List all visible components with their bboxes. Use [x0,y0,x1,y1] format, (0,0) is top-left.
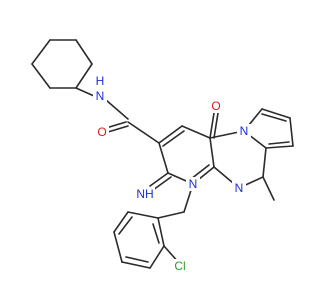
ketone-bond [209,112,219,139]
ketone-o-label: O [211,99,220,113]
amide-carbonyl-bond [105,121,129,133]
ring-n3-label: N [240,124,249,138]
ring-c [243,108,294,149]
ring-n2-label: N [235,181,244,195]
atom-ring-n2: N [232,181,246,195]
imine-n-label: NH [136,187,153,201]
atom-ring-n3: N [237,124,251,138]
bond-ch2-benzene [157,211,185,219]
ring-n1-label: N [189,177,198,191]
amide-h-label: H [96,74,105,88]
bond-carbonyl-ring [127,121,160,144]
imine-bond [149,172,172,191]
atom-amide-o: O [96,125,109,139]
cyclohexyl-ring [31,39,93,89]
chlorine-label: Cl [174,259,185,273]
bond-nh-carbonyl [105,99,129,120]
amide-n-label: N [96,89,105,103]
atom-imine-n: NH [135,187,155,201]
bond-cyclohexyl-nh [75,87,95,97]
chlorobenzene-ring [113,211,165,269]
atom-ketone-o: O [210,99,223,113]
atom-ring-n1: N [186,177,200,191]
atom-chlorine: Cl [170,259,190,273]
methyl-bond [262,176,275,201]
molecule-structure-diagram: N H O O NH N N N Cl [31,39,294,273]
atom-amide-n: N [93,89,107,103]
ring-b [209,130,267,189]
ring-a [158,125,215,185]
amide-o-label: O [97,125,106,139]
